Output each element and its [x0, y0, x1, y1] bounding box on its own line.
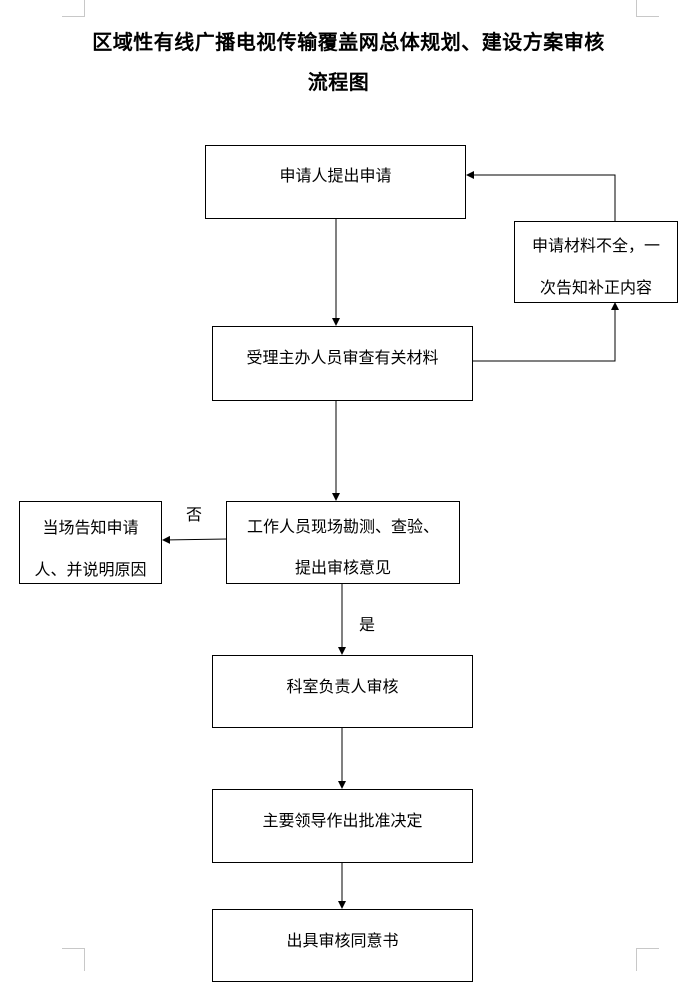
diagram-title: 区域性有线广播电视传输覆盖网总体规划、建设方案审核	[92, 30, 605, 54]
node-reject-notice-label-line2: 人、并说明原因	[34, 560, 147, 579]
node-leader-decision: 主要领导作出批准决定	[212, 789, 473, 863]
arrow-inspect-to-reject	[162, 535, 228, 544]
page-corner-mark-bottom-right	[636, 948, 659, 971]
node-dept-review-label: 科室负责人审核	[286, 677, 399, 696]
node-apply: 申请人提出申请	[205, 145, 466, 219]
node-reject-notice-label-line1: 当场告知申请	[42, 518, 139, 537]
node-dept-review: 科室负责人审核	[212, 655, 473, 728]
node-leader-decision-label: 主要领导作出批准决定	[262, 811, 423, 830]
node-onsite-inspection: 工作人员现场勘测、查验、 提出审核意见	[226, 501, 460, 584]
arrow-incomplete-to-apply	[466, 171, 616, 221]
edge-label-no: 否	[186, 505, 203, 524]
diagram-title-subline: 流程图	[307, 70, 370, 94]
node-issue-certificate: 出具审核同意书	[212, 909, 473, 982]
node-incomplete-notice: 申请材料不全，一 次告知补正内容	[514, 221, 678, 303]
arrow-review-to-incomplete	[473, 302, 619, 362]
node-incomplete-notice-label-line1: 申请材料不全，一	[531, 236, 660, 255]
node-issue-certificate-label: 出具审核同意书	[286, 931, 399, 950]
page-corner-mark-top-right	[636, 0, 659, 17]
page-corner-mark-top-left	[62, 0, 85, 17]
node-incomplete-notice-label-line2: 次告知补正内容	[539, 278, 652, 297]
page-corner-mark-bottom-left	[62, 948, 85, 971]
node-reject-notice: 当场告知申请 人、并说明原因	[19, 501, 162, 584]
node-review-materials-label: 受理主办人员审查有关材料	[246, 348, 439, 367]
node-onsite-inspection-label-line1: 工作人员现场勘测、查验、	[246, 517, 439, 536]
edge-label-yes: 是	[359, 615, 376, 634]
node-onsite-inspection-label-line2: 提出审核意见	[294, 558, 391, 577]
node-review-materials: 受理主办人员审查有关材料	[212, 326, 473, 401]
node-apply-label: 申请人提出申请	[279, 166, 392, 185]
